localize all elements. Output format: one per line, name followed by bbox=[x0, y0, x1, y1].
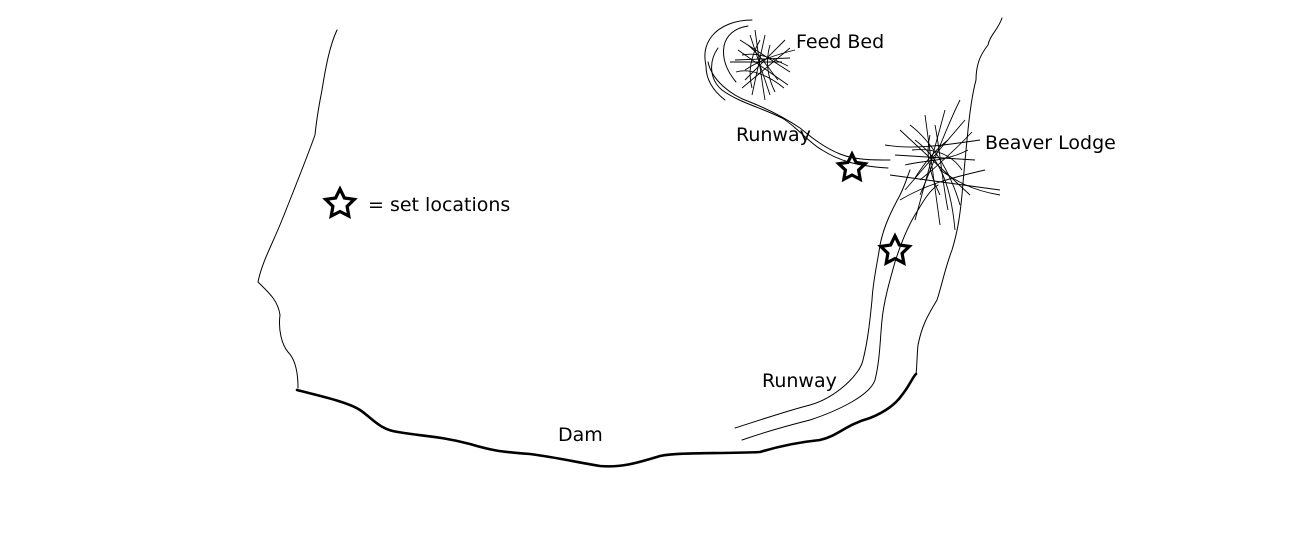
feed-bed-loop-inner bbox=[723, 25, 749, 83]
star-icon-legend bbox=[322, 185, 358, 220]
lower-runway-line-a bbox=[734, 169, 911, 429]
star-icon-upper-set bbox=[835, 150, 869, 183]
upper-runway-label: Runway bbox=[736, 124, 811, 146]
legend-text: = set locations bbox=[368, 194, 510, 216]
beaver-lodge-tangle bbox=[884, 99, 1001, 231]
right-shoreline bbox=[915, 17, 1003, 376]
lower-runway-line-b bbox=[741, 184, 939, 441]
left-shoreline bbox=[257, 29, 338, 389]
star-icon-lower-set bbox=[877, 232, 913, 267]
beaver-lodge-label: Beaver Lodge bbox=[985, 132, 1116, 154]
upper-runway-line-b bbox=[711, 47, 889, 169]
lower-runway-label: Runway bbox=[762, 370, 837, 392]
dam-line bbox=[295, 372, 918, 468]
feed-bed-loop bbox=[704, 19, 753, 101]
feed-bed-label: Feed Bed bbox=[796, 31, 884, 53]
dam-label: Dam bbox=[558, 424, 603, 446]
feed-bed-tangle bbox=[730, 29, 796, 101]
